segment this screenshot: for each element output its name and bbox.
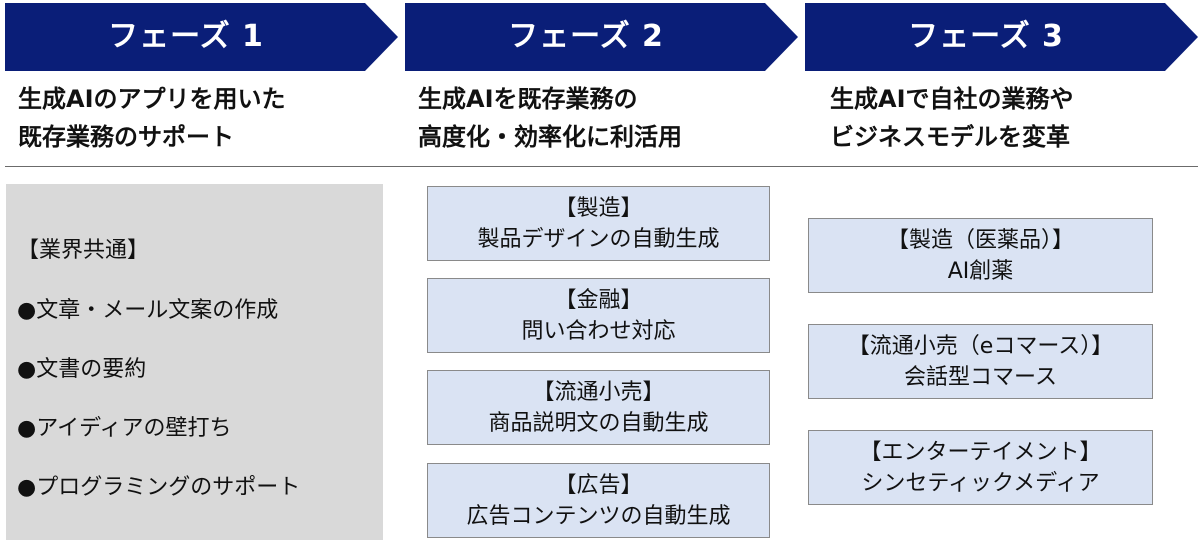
case-text: 広告コンテンツの自動生成 [466, 503, 731, 529]
phase-2-title: フェーズ 2 [508, 19, 664, 54]
phase-2-case-advertising: 【広告】 広告コンテンツの自動生成 [427, 463, 770, 538]
phase-1-description-line-1: 生成AIのアプリを用いた [18, 85, 286, 113]
common-heading: 【業界共通】 [17, 238, 150, 263]
phase-3-case-pharma: 【製造（医薬品）】 AI創薬 [808, 218, 1153, 293]
common-item: ●文書の要約 [17, 357, 147, 382]
phase-3-arrow: フェーズ 3 [805, 3, 1200, 71]
phase-2-case-finance: 【金融】 問い合わせ対応 [427, 278, 770, 353]
case-text: シンセティックメディア [861, 470, 1100, 496]
phase-3-case-ecommerce: 【流通小売（eコマース）】 会話型コマース [808, 324, 1153, 399]
case-category: 【製造（医薬品）】 [886, 227, 1074, 253]
phase-3-description-line-1: 生成AIで自社の業務や [830, 85, 1074, 113]
phase-2-description-line-2: 高度化・効率化に利活用 [418, 123, 682, 151]
phase-3-description-line-2: ビジネスモデルを変革 [830, 123, 1070, 151]
phase-2-case-manufacturing: 【製造】 製品デザインの自動生成 [427, 186, 770, 261]
phase-2-arrow-shape [405, 3, 798, 71]
case-text: 製品デザインの自動生成 [477, 226, 720, 252]
phase-2-case-retail: 【流通小売】 商品説明文の自動生成 [427, 370, 770, 445]
phase-2-description: 生成AIを既存業務の 高度化・効率化に利活用 [418, 80, 808, 156]
phase-1-arrow-shape [5, 3, 398, 71]
case-category: 【製造】 [554, 195, 643, 221]
section-divider [5, 166, 1198, 167]
phase-2-description-line-1: 生成AIを既存業務の [418, 85, 638, 113]
common-item: ●文章・メール文案の作成 [17, 298, 279, 323]
phase-2-arrow: フェーズ 2 [405, 3, 800, 71]
phase-1-description-line-2: 既存業務のサポート [18, 123, 234, 151]
case-category: 【広告】 [554, 472, 643, 498]
case-category: 【金融】 [554, 287, 643, 313]
case-category: 【流通小売（eコマース）】 [847, 333, 1114, 359]
phase-1-arrow: フェーズ 1 [5, 3, 400, 71]
case-text: AI創薬 [947, 258, 1014, 284]
phase-3-title: フェーズ 3 [908, 19, 1064, 54]
common-usecases-panel: 【業界共通】 ●文章・メール文案の作成 ●文書の要約 ●アイディアの壁打ち ●プ… [6, 184, 383, 540]
phase-3-arrow-shape [805, 3, 1198, 71]
common-item: ●プログラミングのサポート [17, 475, 301, 500]
phase-1-description: 生成AIのアプリを用いた 既存業務のサポート [18, 80, 408, 156]
case-text: 商品説明文の自動生成 [488, 410, 709, 436]
case-text: 会話型コマース [904, 364, 1057, 390]
case-category: 【流通小売】 [532, 379, 665, 405]
case-text: 問い合わせ対応 [521, 318, 676, 344]
common-item: ●アイディアの壁打ち [17, 416, 232, 441]
phase-3-case-entertainment: 【エンターテイメント】 シンセティックメディア [808, 430, 1153, 505]
phase-1-title: フェーズ 1 [108, 19, 264, 54]
case-category: 【エンターテイメント】 [859, 439, 1102, 465]
phase-3-description: 生成AIで自社の業務や ビジネスモデルを変革 [830, 80, 1200, 156]
